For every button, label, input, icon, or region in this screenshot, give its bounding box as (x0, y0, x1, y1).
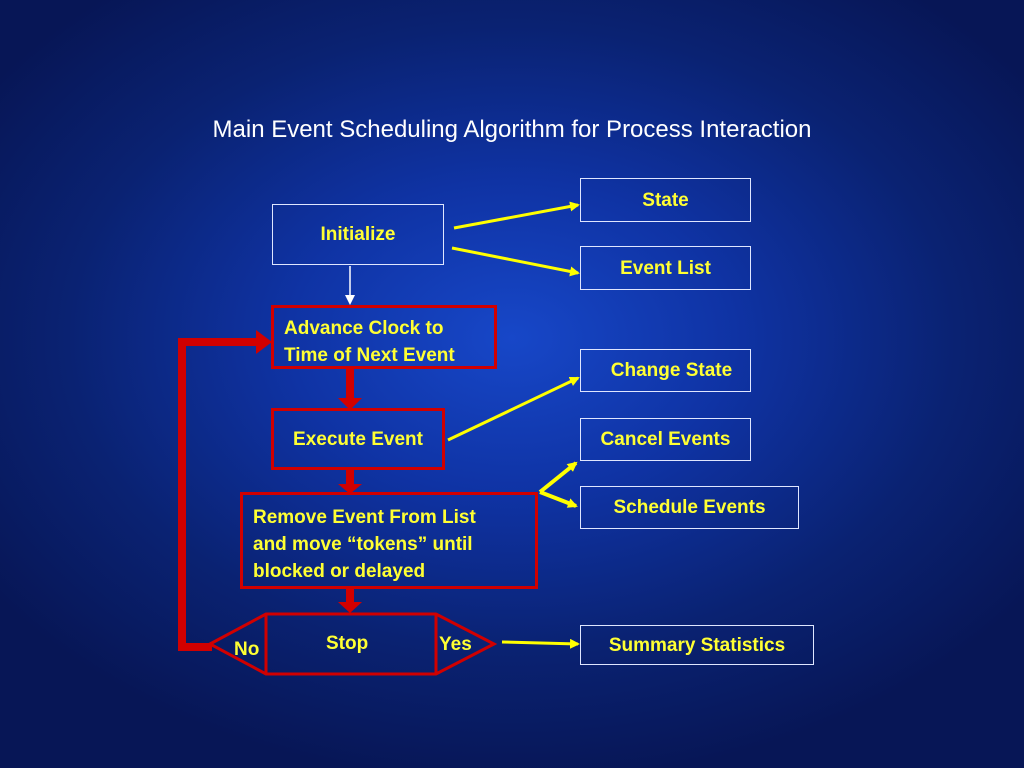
summary-statistics-label: Summary Statistics (608, 634, 786, 656)
arrow-remove-to-cancel-events (538, 461, 578, 494)
execute-event-box: Execute Event (271, 408, 445, 470)
decision-yes-label: Yes (439, 634, 472, 655)
summary-statistics-box: Summary Statistics (580, 625, 814, 665)
advance-clock-line-1: Advance Clock to (284, 318, 444, 339)
red-arrow-advance-to-execute (338, 369, 362, 410)
stop-label: Stop (326, 633, 369, 654)
arrow-initialize-to-event-list (451, 246, 580, 277)
slide-title: Main Event Scheduling Algorithm for Proc… (212, 116, 812, 143)
cancel-events-box: Cancel Events (580, 418, 751, 461)
red-arrow-remove-to-stop (338, 589, 362, 613)
change-state-label: Change State (610, 360, 733, 381)
red-loop-no-to-advance (178, 330, 272, 651)
red-arrow-execute-to-remove (338, 470, 362, 494)
event-list-box: Event List (580, 246, 751, 290)
arrow-initialize-to-state (453, 201, 580, 230)
execute-event-label: Execute Event (293, 428, 423, 450)
advance-clock-line-2: Time of Next Event (284, 345, 455, 366)
cancel-events-label: Cancel Events (600, 429, 731, 450)
event-list-label: Event List (620, 257, 711, 279)
advance-clock-box: Advance Clock to Time of Next Event (271, 305, 497, 369)
change-state-box: Change State (580, 349, 751, 392)
arrow-yes-to-summary (501, 638, 580, 649)
initialize-label: Initialize (320, 224, 396, 245)
decision-no-label: No (234, 639, 260, 660)
initialize-box: Initialize (272, 204, 444, 265)
remove-event-line-2: and move “tokens” until (253, 534, 473, 555)
remove-event-line-1: Remove Event From List (253, 507, 476, 528)
state-box: State (580, 178, 751, 222)
state-label: State (642, 189, 689, 211)
arrow-execute-to-change-state (447, 376, 580, 442)
schedule-events-label: Schedule Events (613, 497, 766, 518)
arrow-remove-to-schedule-events (539, 490, 578, 508)
remove-event-line-3: blocked or delayed (253, 561, 426, 582)
remove-event-box: Remove Event From List and move “tokens”… (240, 492, 538, 589)
schedule-events-box: Schedule Events (580, 486, 799, 529)
